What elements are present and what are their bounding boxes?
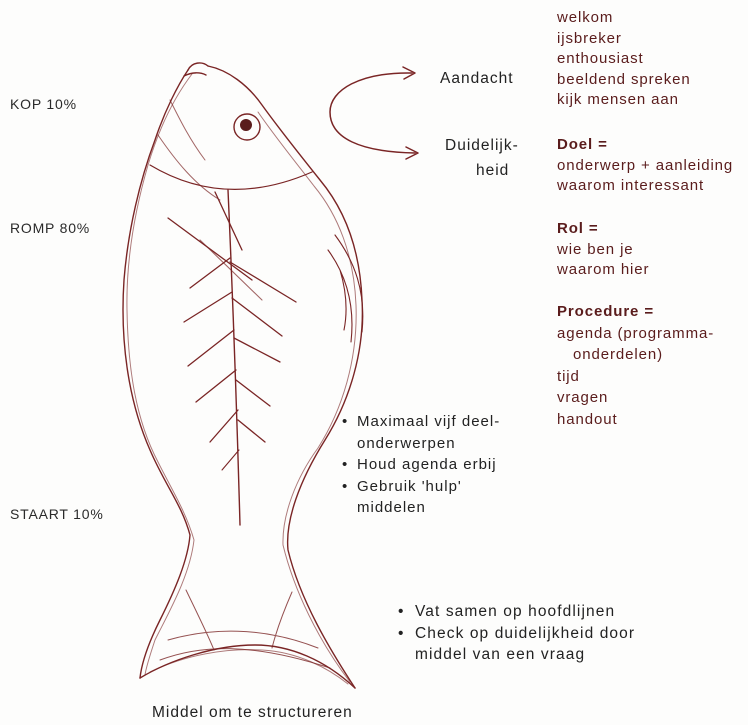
arrow-label-attention: Aandacht [440,70,514,88]
bullet-text: Check op duidelijkheid door [415,623,635,645]
fish-mouth [184,63,208,76]
rol-heading: Rol = [557,219,649,240]
procedure-line: tijd [557,366,714,388]
fish-rib [210,410,238,442]
arrow-curve [330,73,415,153]
opening-item: ijsbreker [557,29,691,50]
tail-bullet-item: Check op duidelijkheid door middel van e… [398,623,635,666]
procedure-block: Procedure = agenda (programma- onderdele… [557,301,714,431]
doel-line: onderwerp + aanleiding [557,156,733,177]
body-bullet-item: Gebruik 'hulp' middelen [342,476,500,519]
tail-bullet-list: Vat samen op hoofdlijnen Check op duidel… [398,601,635,666]
rol-block: Rol = wie ben je waarom hier [557,219,649,281]
bullet-text: Gebruik 'hulp' [357,476,500,498]
rol-line: wie ben je [557,240,649,261]
fish-rib [236,380,270,406]
fish-tail-stroke [160,590,330,668]
fish-rib [196,370,236,402]
arrow-label-clarity-line1: Duidelijk- [445,137,519,155]
rol-line: waarom hier [557,260,649,281]
bullet-text: Vat samen op hoofdlijnen [415,601,635,623]
bullet-text: middelen [357,497,500,519]
diagram-caption: Middel om te structureren [152,704,353,722]
bullet-text: middel van een vraag [415,644,635,666]
opening-list: welkom ijsbreker enthousiast beeldend sp… [557,8,691,111]
fish-gill-line [150,165,312,189]
opening-item: beeldend spreken [557,70,691,91]
bullet-text: onderwerpen [357,433,500,455]
fish-outline-right-sketch [258,112,356,682]
fish-tail-edge [140,645,355,688]
section-label-tail: STAART 10% [10,506,104,522]
procedure-line: agenda (programma- [557,323,714,345]
fish-rib [238,420,265,442]
opening-item: welkom [557,8,691,29]
opening-item: enthousiast [557,49,691,70]
section-label-head: KOP 10% [10,96,77,112]
fish-rib [230,262,296,302]
procedure-line: onderdelen) [557,344,714,366]
fish-tail-edge-sketch [150,650,348,684]
doel-block: Doel = onderwerp + aanleiding waarom int… [557,135,733,197]
body-bullet-item: Houd agenda erbij [342,454,500,476]
procedure-heading: Procedure = [557,301,714,323]
procedure-line: vragen [557,387,714,409]
bullet-text: Maximaal vijf deel- [357,411,500,433]
body-bullet-list: Maximaal vijf deel- onderwerpen Houd age… [342,411,500,519]
arrow-label-clarity-line2: heid [476,162,509,180]
fish-rib [232,298,282,336]
fish-outline-left [123,70,190,678]
fish-outline-right [208,66,362,688]
doel-line: waarom interessant [557,176,733,197]
fish-eye-pupil [240,119,252,131]
doel-heading: Doel = [557,135,733,156]
bullet-text: Houd agenda erbij [357,454,500,476]
fish-outline-left-sketch [127,74,194,675]
body-bullet-item: Maximaal vijf deel- onderwerpen [342,411,500,454]
fish-rib [188,330,234,366]
fish-rib [184,292,232,322]
fish-dorsal-fin [328,235,363,342]
opening-item: kijk mensen aan [557,90,691,111]
section-label-body: ROMP 80% [10,220,90,236]
fish-rib [234,338,280,362]
fish-spine [228,190,240,525]
fish-rib [222,450,239,470]
tail-bullet-item: Vat samen op hoofdlijnen [398,601,635,623]
procedure-line: handout [557,409,714,431]
